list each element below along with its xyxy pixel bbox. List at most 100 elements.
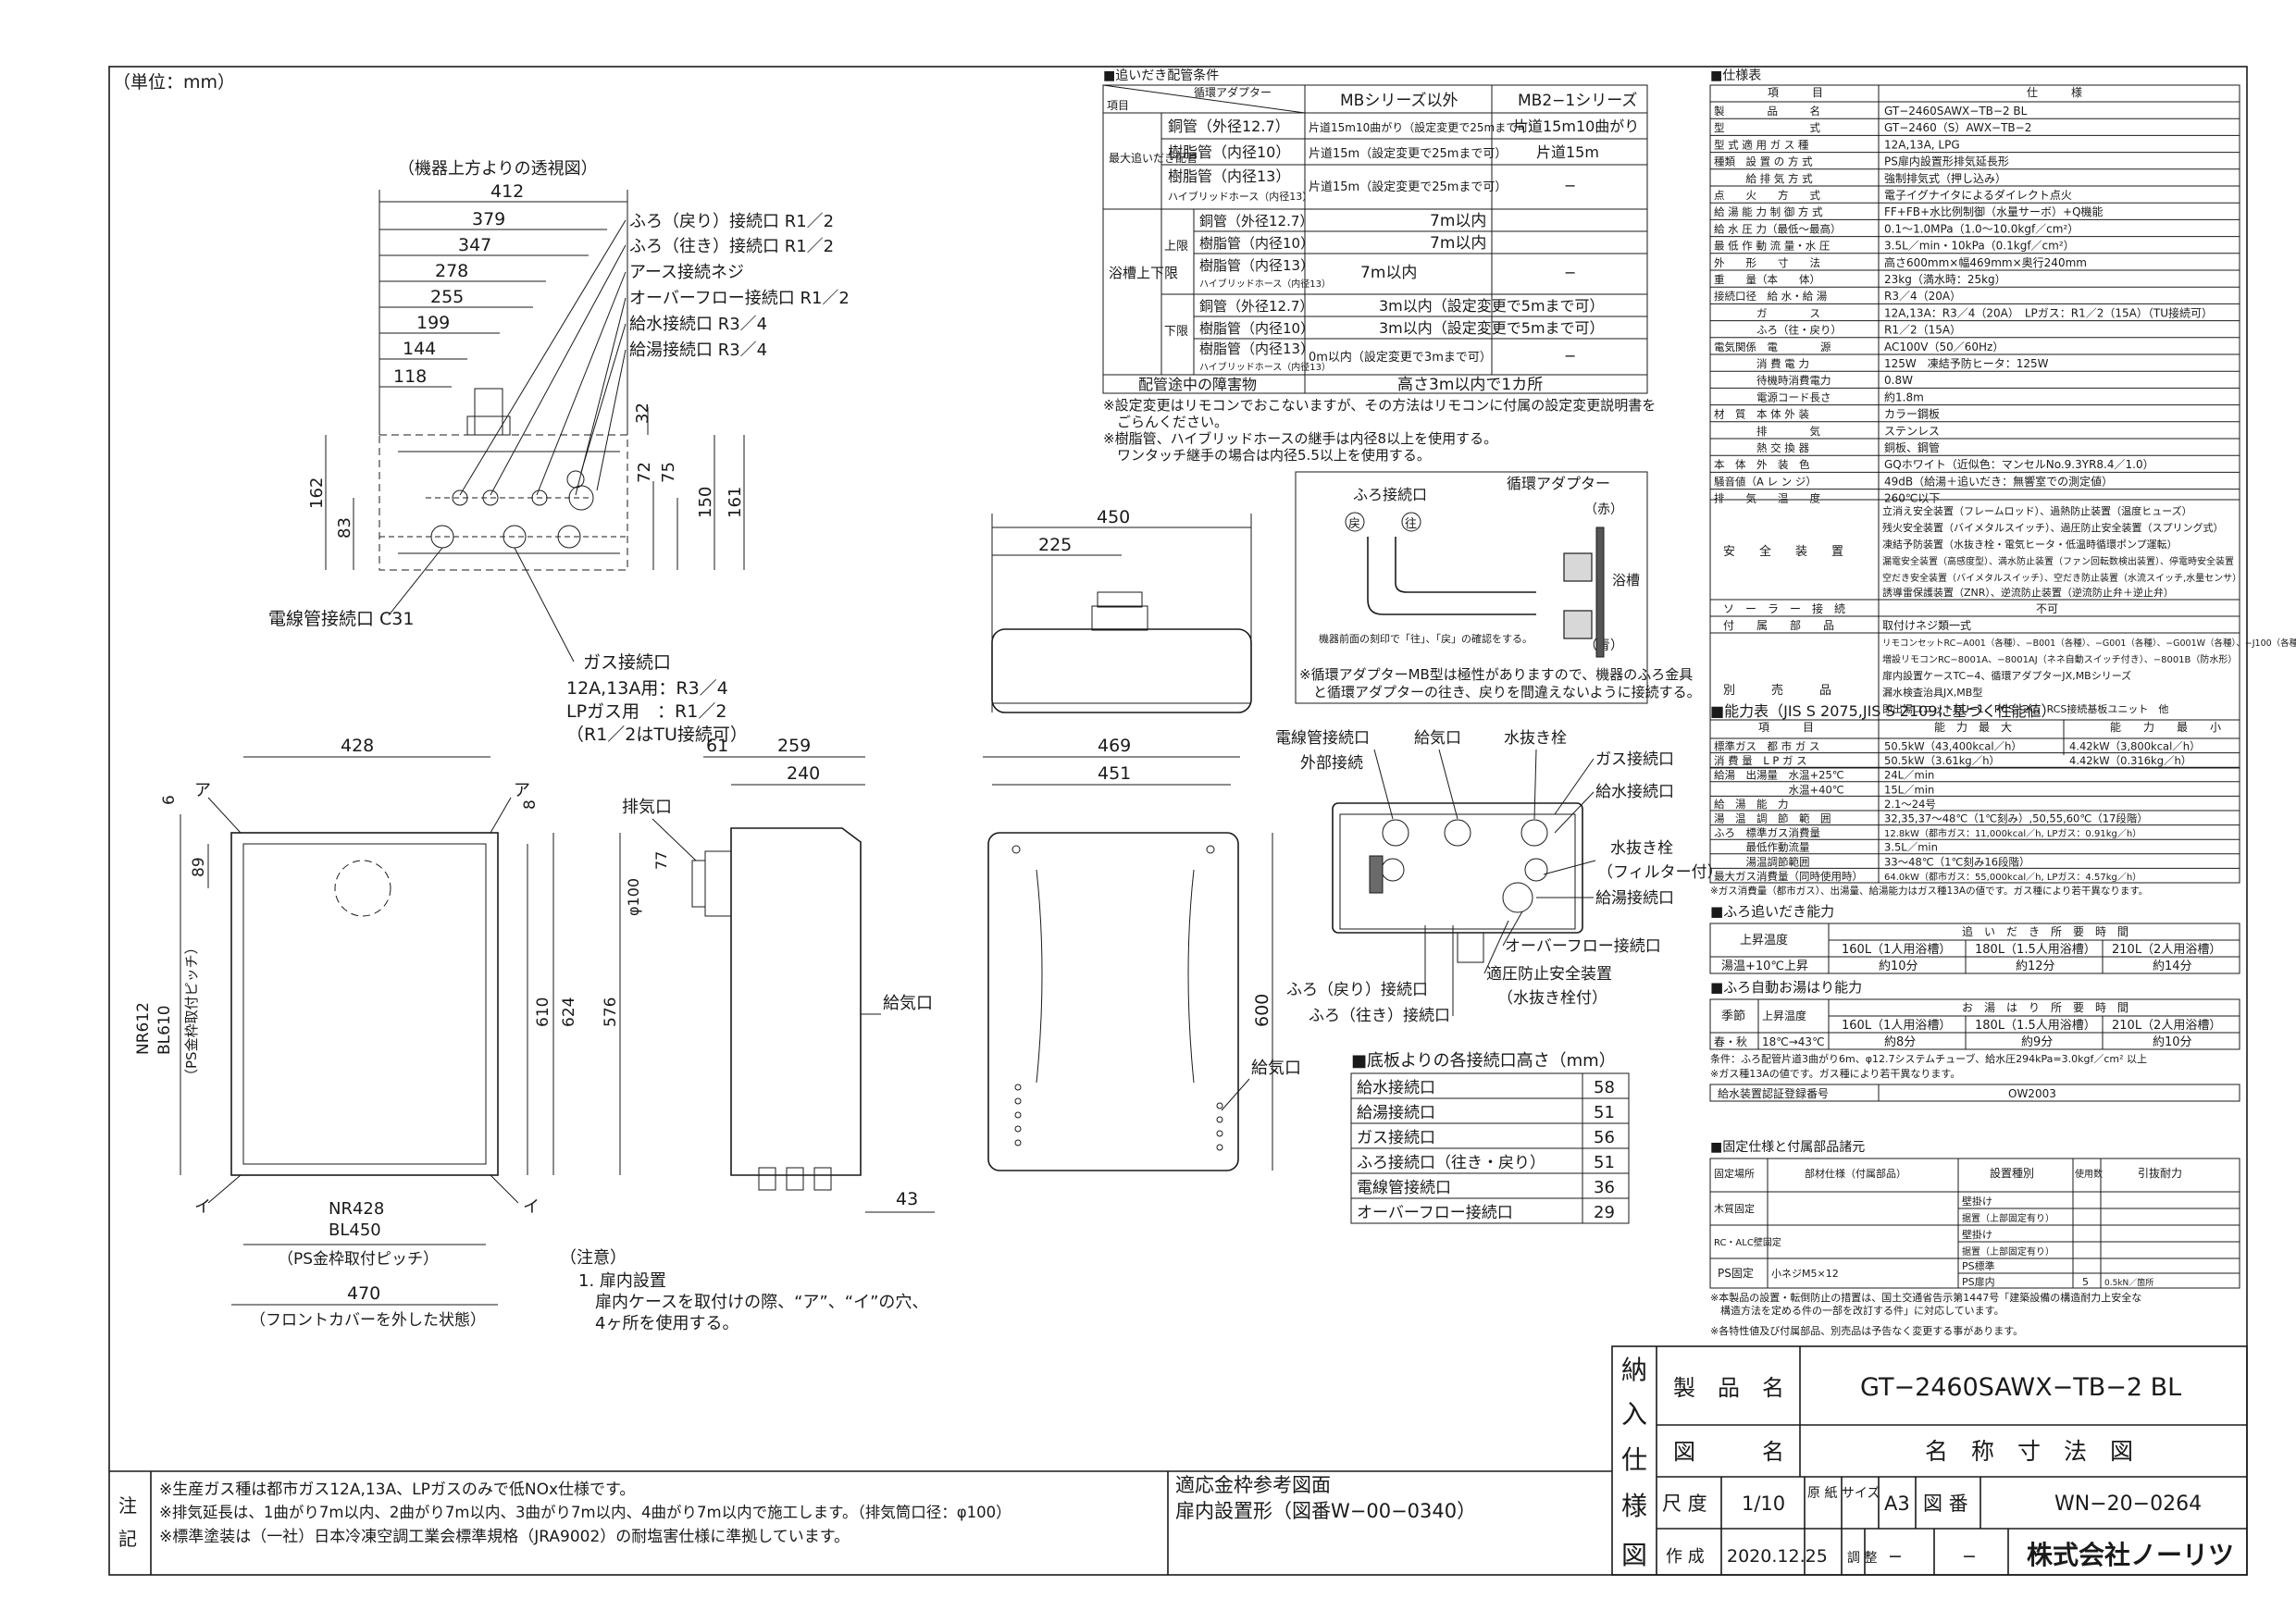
spec-row-value: FF+FB+水比例制御（水量サーボ）+Q機能 [1884,204,2104,218]
perf-row-min: 4.42kW（0.316kg／h） [2069,754,2191,767]
reheat-head2: 追 い だ き 所 要 時 間 [1962,924,2128,938]
bottom-water-in: 給水接続口 [1595,783,1674,801]
dim-451: 451 [1098,763,1131,784]
adjust-1: − [1888,1546,1903,1567]
spec-acc-val: 取付けネジ類一式 [1882,619,1971,632]
dim-bl610: BL610 [155,1005,174,1055]
adapter-return-mark: 戻 [1348,517,1360,531]
spec-title: ■仕様表 [1710,68,1761,83]
safety-line-4: 漏電安全装置（高感度型）、満水防止装置（ファン回転数検出装置）、停電時安全装置 [1882,555,2234,567]
max-row-1-name: 銅管（外径12.7） [1168,118,1290,135]
pipe-table-title: ■追いだき配管条件 [1103,68,1219,83]
intake-label-side: 給気口 [883,994,933,1013]
fix-wood: 木質固定 [1714,1202,1755,1215]
spec-row-value: 125W 凍結予防ヒータ：125W [1884,356,2049,370]
dim-ps-pitch-v: （PS金枠取付ピッチ） [183,940,200,1083]
dim-610: 610 [534,997,552,1027]
height-row-2-v: 51 [1594,1103,1615,1122]
fill-title: ■ふろ自動お湯はり能力 [1710,979,1862,996]
fix-head-place: 固定場所 [1714,1167,1755,1180]
dim-43: 43 [896,1189,918,1209]
height-row-6-v: 29 [1594,1203,1615,1222]
fill-col-2: 180L（1.5人用浴槽） [1975,1019,2096,1033]
bottom-external: 外部接続 [1300,754,1363,773]
intake-label-front: 給気口 [1251,1059,1301,1078]
dim-412: 412 [490,181,524,202]
max-row-3-v1: 片道15m（設定変更で25mまで可） [1309,180,1507,194]
spec-row-label: 給 排 気 方 式 [1714,172,1813,185]
side-char-4: 様 [1621,1491,1647,1521]
dim-576: 576 [602,997,620,1027]
perf-row-label: 最大ガス消費量（同時使用時） [1714,870,1863,883]
dim-255: 255 [430,287,464,307]
fix-head-type: 設置種別 [1990,1166,2034,1180]
spec-row-label: 種類 設 置 の 方 式 [1714,155,1813,168]
perf-row-label: 湯 温 調 節 範 囲 [1714,812,1831,825]
vdim-161: 161 [726,487,745,518]
lower-1-v: 3m以内（設定変更で5mまで可） [1379,297,1605,315]
front-frame-view: 428 ア ア イ イ 6 89 NR612 BL610 （PS金枠取付ピッチ）… [134,736,578,1330]
spec-row-value: R1／2（15A） [1884,324,1961,337]
spec-row-value: 約1.8m [1884,390,1924,403]
max-row-2-name: 樹脂管（内径10） [1168,143,1290,161]
perf-row-min: 4.42kW（3,800kcal／h） [2069,740,2201,753]
vdim-72: 72 [635,462,654,483]
spec-row-label: 接続口径 給 水・給 湯 [1714,290,1828,303]
bottom-relief: 適圧防止安全装置 [1486,965,1612,984]
spec-head-item: 項 目 [1768,86,1823,99]
fill-v3: 約10分 [2153,1035,2192,1049]
bottom-overflow: オーバーフロー接続口 [1505,937,1661,956]
vdim-32: 32 [633,403,652,424]
perf-row-max: 15L／min [1884,783,1934,796]
adapter-red: （赤） [1584,502,1623,517]
fill-head1: 上昇温度 [1762,1009,1806,1022]
spec-row-label: 熱 交 換 器 [1714,441,1809,454]
dim-ps-pitch-h: （PS金枠取付ピッチ） [278,1250,439,1269]
spec-row-value: 12A,13A, LPG [1884,138,1960,151]
height-row-3-name: ガス接続口 [1357,1129,1435,1147]
paper-size-label: 原 紙 サイズ [1807,1486,1880,1501]
upper-label: 上限 [1164,240,1188,254]
electric-conduit-label: 電線管接続口 C31 [268,609,414,629]
fix-title: ■固定仕様と付属部品諸元 [1710,1140,1865,1155]
spec-row-label: 消 費 電 力 [1714,357,1809,370]
spec-row-label: 給 湯 能 力 制 御 方 式 [1714,205,1823,218]
vdim-150: 150 [696,487,715,518]
fill-head0: 季節 [1721,1010,1745,1023]
footer-notes: 注 記 ※生産ガス種は都市ガス12A,13A、LPガスのみで低NOx仕様です。 … [109,1470,1612,1575]
bottom-filter: （フィルター付） [1597,863,1723,882]
cert-label: 給水装置認証登録番号 [1718,1086,1829,1100]
fix-rc: RC・ALC壁固定 [1714,1236,1781,1248]
fix-ps-pull: 0.5kN／箇所 [2104,1277,2153,1288]
mark-i-right: イ [523,1197,540,1217]
spec-solar-val: 不可 [2036,602,2058,615]
perf-row-label: 給 湯 能 力 [1714,798,1789,811]
bottom-drain-2: 水抜き栓 [1610,839,1673,858]
spec-row-value: 260℃以下 [1884,492,1940,505]
perf-row-max: 12.8kW（都市ガス：11,000kcal／h, LPガス：0.91kg／h） [1884,827,2141,839]
spec-row-value: 0.8W [1884,374,1913,387]
fix-ps: PS固定 [1718,1266,1754,1280]
spec-row-label: ふろ（往・戻り） [1714,324,1842,337]
dim-624: 624 [560,997,578,1027]
perf-row-max: 33〜48℃（1℃刻み16段階） [1884,855,2030,868]
callout-bath-return: ふろ（戻り）接続口 R1／2 [629,212,834,231]
reheat-col-3: 210L（2人用浴槽） [2112,943,2221,957]
lower-3-sub: ハイブリッドホース（内径13） [1199,361,1331,373]
fix-rc-wall: 壁掛け [1962,1228,1992,1241]
dim-144: 144 [403,339,436,359]
fill-head2: お 湯 は り 所 要 時 間 [1962,1001,2128,1014]
gas-line-1: 12A,13A用：R3／4 [566,678,728,699]
reheat-head1: 上昇温度 [1740,933,1788,948]
adapter-label: 循環アダプター [1507,475,1610,492]
vdim-83: 83 [335,517,354,539]
spec-row-label: 最 低 作 動 流 量・水 圧 [1714,240,1830,253]
perf-row-max: 32,35,37〜48℃（1℃刻み）,50,55,60℃（17段階） [1884,812,2148,825]
perf-note: ※ガス消費量（都市ガス）、出湯量、給湯能力はガス種13Aの値です。ガス種により若… [1710,885,2148,897]
spec-row-value: GT−2460SAWX−TB−2 BL [1884,105,2028,118]
spec-row-label: 電源コード長さ [1714,390,1831,403]
chuki-2: 記 [118,1528,137,1550]
dim-118: 118 [393,366,427,387]
spec-row-label: 騒音値（A レ ン ジ） [1714,475,1817,488]
perf-row-label: 標準ガス 都 市 ガ ス [1714,740,1819,753]
